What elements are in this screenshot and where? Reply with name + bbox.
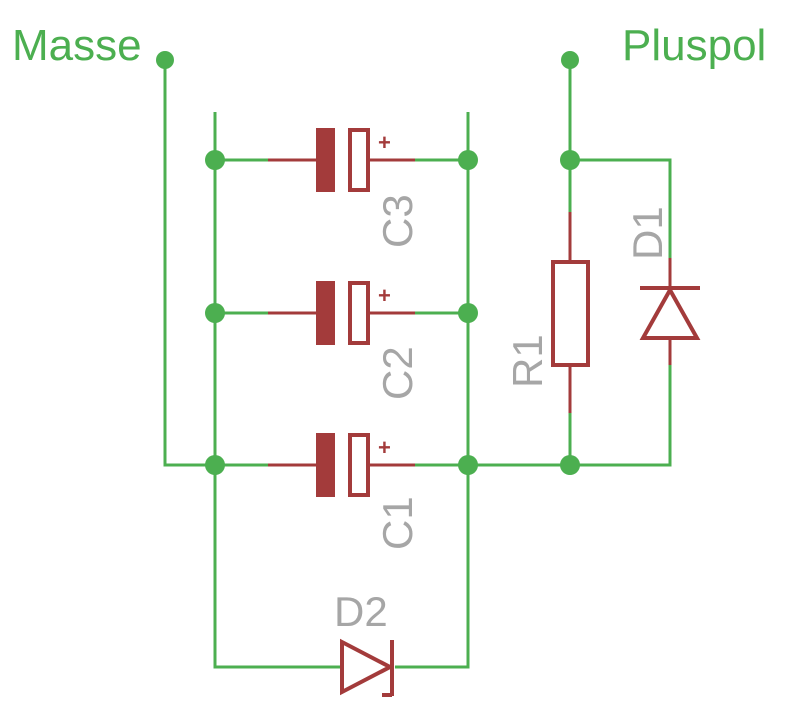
ref-label-c2: C2 [374,346,421,400]
net-label-masse: Masse [12,21,142,70]
resistor-r1: R1 [504,212,590,413]
ref-label-d1: D1 [624,206,671,260]
polarity-mark-c1: + [378,435,391,460]
polarity-mark-c3: + [378,130,391,155]
ref-label-r1: R1 [504,334,551,388]
ref-label-c1: C1 [374,496,421,550]
capacitor-c3: + C3 [268,128,421,248]
diode-d1: D1 [624,206,701,365]
polarity-mark-c2: + [378,283,391,308]
net-label-pluspol: Pluspol [622,21,766,70]
junctions [156,51,580,475]
capacitor-c1: + C1 [268,433,421,550]
ref-label-d2: D2 [334,588,388,635]
ref-label-c3: C3 [374,194,421,248]
diode-d2: D2 [334,588,395,697]
capacitor-c2: + C2 [268,281,421,400]
